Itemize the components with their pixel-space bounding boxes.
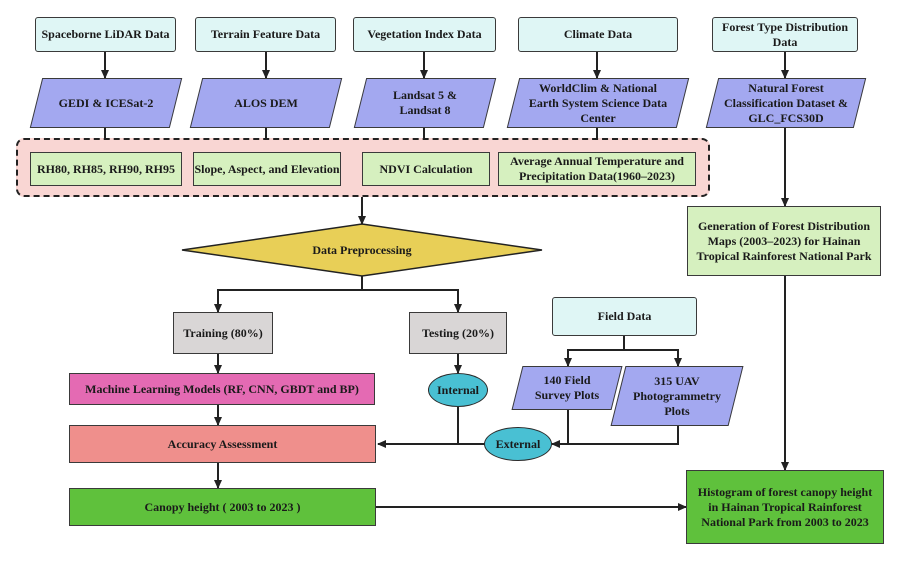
dataset-landsat: Landsat 5 & Landsat 8	[353, 78, 497, 128]
step-testing: Testing (20%)	[409, 312, 507, 354]
feature-slope-label: Slope, Aspect, and Elevation	[194, 161, 340, 176]
connector-internal-accuracy	[377, 407, 459, 448]
source-climate: Climate Data	[518, 17, 678, 52]
dataset-uav-plots-label: 315 UAV Photogrammetry Plots	[633, 373, 721, 418]
feature-rh: RH80, RH85, RH90, RH95	[30, 152, 182, 186]
step-accuracy: Accuracy Assessment	[69, 425, 376, 463]
step-training-label: Training (80%)	[183, 325, 263, 340]
feature-temp-label: Average Annual Temperature and Precipita…	[510, 154, 684, 183]
source-forest-type-label: Forest Type Distribution Data	[721, 19, 848, 49]
source-terrain: Terrain Feature Data	[195, 17, 336, 52]
dataset-worldclim-label: WorldClim & National Earth System Scienc…	[528, 80, 668, 125]
preprocessing-label: Data Preprocessing	[262, 240, 462, 260]
step-histogram-label: Histogram of forest canopy height in Hai…	[697, 484, 873, 529]
step-histogram: Histogram of forest canopy height in Hai…	[686, 470, 884, 544]
step-accuracy-label: Accuracy Assessment	[167, 436, 278, 451]
validation-internal: Internal	[428, 373, 488, 407]
step-testing-label: Testing (20%)	[422, 325, 494, 340]
source-vegetation-label: Vegetation Index Data	[367, 27, 482, 41]
connector-fielddata-uav	[624, 349, 682, 367]
feature-temp: Average Annual Temperature and Precipita…	[498, 152, 696, 186]
dataset-landsat-label: Landsat 5 & Landsat 8	[392, 88, 457, 117]
feature-rh-label: RH80, RH85, RH90, RH95	[37, 161, 175, 176]
dataset-alos: ALOS DEM	[189, 78, 343, 128]
source-lidar: Spaceborne LiDAR Data	[35, 17, 176, 52]
source-terrain-label: Terrain Feature Data	[210, 27, 321, 41]
dataset-natural-forest-label: Natural Forest Classification Dataset & …	[724, 80, 848, 125]
step-forest-maps: Generation of Forest Distribution Maps (…	[687, 206, 881, 276]
connector-field-external	[551, 410, 569, 448]
step-forest-maps-label: Generation of Forest Distribution Maps (…	[696, 218, 872, 263]
source-climate-label: Climate Data	[563, 27, 633, 41]
feature-ndvi: NDVI Calculation	[362, 152, 490, 186]
step-ml-models-label: Machine Learning Models (RF, CNN, GBDT a…	[85, 381, 359, 396]
step-canopy-height: Canopy height ( 2003 to 2023 )	[69, 488, 376, 526]
step-ml-models: Machine Learning Models (RF, CNN, GBDT a…	[69, 373, 375, 405]
dataset-uav-plots: 315 UAV Photogrammetry Plots	[610, 366, 744, 426]
connector-fielddata-field	[564, 336, 625, 367]
step-training: Training (80%)	[173, 312, 273, 354]
preprocessing-text: Data Preprocessing	[312, 242, 412, 257]
dataset-natural-forest: Natural Forest Classification Dataset & …	[705, 78, 867, 128]
preprocessing-diamond	[181, 223, 543, 277]
connector-uav-external	[568, 426, 679, 445]
validation-internal-label: Internal	[437, 382, 479, 397]
source-lidar-label: Spaceborne LiDAR Data	[41, 27, 170, 41]
dataset-gedi: GEDI & ICESat-2	[29, 78, 183, 128]
dataset-gedi-label: GEDI & ICESat-2	[58, 95, 154, 110]
dataset-field-plots: 140 Field Survey Plots	[511, 366, 623, 410]
source-field-data-label: Field Data	[597, 309, 652, 323]
feature-ndvi-label: NDVI Calculation	[379, 161, 473, 176]
step-canopy-height-label: Canopy height ( 2003 to 2023 )	[144, 499, 301, 514]
dataset-worldclim: WorldClim & National Earth System Scienc…	[506, 78, 690, 128]
source-vegetation: Vegetation Index Data	[353, 17, 496, 52]
feature-slope: Slope, Aspect, and Elevation	[193, 152, 341, 186]
source-forest-type: Forest Type Distribution Data	[712, 17, 858, 52]
dataset-field-plots-label: 140 Field Survey Plots	[534, 373, 600, 402]
dataset-alos-label: ALOS DEM	[234, 95, 298, 110]
connector-preprocessing-split	[214, 276, 363, 313]
connector-preprocessing-testing	[362, 289, 462, 313]
source-field-data: Field Data	[552, 297, 697, 336]
validation-external-label: External	[495, 436, 541, 451]
validation-external: External	[484, 427, 552, 461]
